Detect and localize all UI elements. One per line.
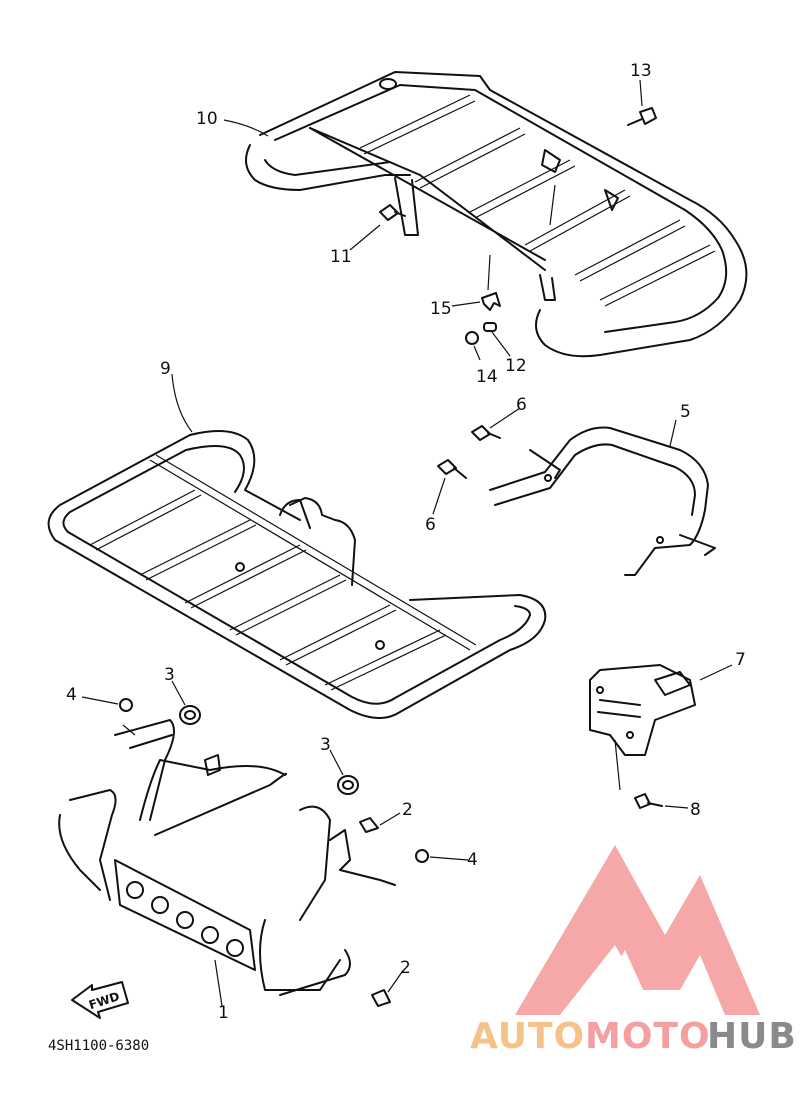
callout-11: 11 [330, 247, 352, 267]
bolt-part-2-upper [359, 817, 379, 833]
collar-part-12 [483, 322, 497, 332]
cap-part-4-left [119, 698, 133, 712]
bolt-part-13 [627, 107, 657, 126]
bolt-part-11 [379, 204, 406, 221]
bolt-part-8 [634, 793, 663, 809]
fwd-arrow: FWD [71, 981, 129, 1019]
callout-4-right: 4 [467, 850, 478, 870]
watermark-hub: HUB [707, 1016, 797, 1057]
callout-4-left: 4 [66, 685, 77, 705]
callout-6-lower: 6 [425, 515, 436, 535]
callout-2-lower: 2 [400, 958, 411, 978]
watermark-logo [515, 845, 760, 1015]
callout-12: 12 [505, 356, 527, 376]
callout-14: 14 [476, 367, 498, 387]
watermark-text: AUTO MOTO HUB [470, 1016, 797, 1057]
callout-2-upper: 2 [402, 800, 413, 820]
callout-8: 8 [690, 800, 701, 820]
watermark-auto: AUTO [470, 1016, 585, 1057]
callout-5: 5 [680, 402, 691, 422]
cap-part-4-right [415, 849, 429, 863]
clip-part-15 [481, 292, 501, 311]
front-carrier-part-9 [47, 430, 547, 719]
rear-carrier-part-10 [245, 71, 748, 358]
callout-10: 10 [196, 109, 218, 129]
diagram-code: 4SH1100-6380 [48, 1038, 149, 1054]
callout-13: 13 [630, 61, 652, 81]
callout-7: 7 [735, 650, 746, 670]
callout-labels: 10 13 11 15 14 12 9 5 6 6 7 8 3 4 3 2 4 … [66, 61, 746, 1023]
callout-15: 15 [430, 299, 452, 319]
grommet-part-3-upper [179, 705, 201, 725]
bolt-part-6-upper [471, 425, 501, 441]
callout-6-upper: 6 [516, 395, 527, 415]
front-guard-part-1 [58, 719, 396, 996]
callout-3-upper: 3 [164, 665, 175, 685]
callout-1: 1 [218, 1003, 229, 1023]
callout-3-lower: 3 [320, 735, 331, 755]
nut-part-14 [465, 331, 479, 345]
bracket-part-7 [589, 664, 696, 791]
fwd-label: FWD [87, 989, 121, 1012]
watermark-moto: MOTO [585, 1016, 711, 1057]
bolt-part-2-lower [371, 989, 391, 1007]
grommet-part-3-lower [337, 775, 359, 795]
callout-9: 9 [160, 359, 171, 379]
bolt-part-6-lower [437, 459, 467, 479]
stay-part-5 [489, 426, 716, 576]
leader-lines [81, 79, 733, 1007]
